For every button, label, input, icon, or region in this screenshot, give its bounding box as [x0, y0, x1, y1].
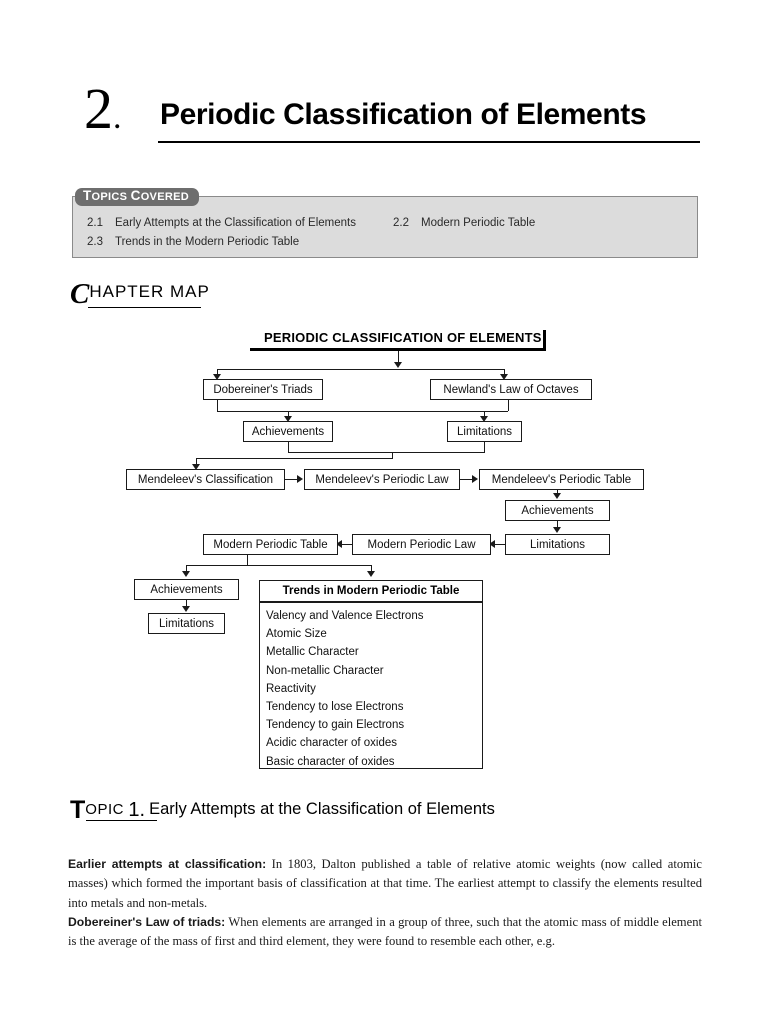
node-dobereiner-triads[interactable]: Dobereiner's Triads [203, 379, 323, 400]
node-achievements-2[interactable]: Achievements [505, 500, 610, 521]
paragraph-dobereiner-law: Dobereiner's Law of triads: When element… [68, 913, 702, 952]
arrow-down-icon [553, 527, 561, 533]
arrow-down-icon [500, 374, 508, 380]
connector [217, 411, 508, 412]
trends-title: Trends in Modern Periodic Table [260, 581, 482, 603]
arrow-down-icon [213, 374, 221, 380]
list-item: Acidic character of oxides [266, 737, 398, 750]
arrow-down-icon [192, 464, 200, 470]
list-item: Basic character of oxides [266, 755, 395, 768]
connector [484, 442, 485, 452]
arrow-left-icon [489, 540, 495, 548]
connector [186, 565, 371, 566]
connector [217, 400, 218, 411]
node-limitations-2[interactable]: Limitations [505, 534, 610, 555]
node-trends-in-modern-periodic-table[interactable]: Trends in Modern Periodic Table Valency … [259, 580, 483, 769]
connector [557, 490, 558, 494]
node-mendeleev-periodic-table[interactable]: Mendeleev's Periodic Table [479, 469, 644, 490]
flowchart-title-rule [250, 348, 546, 351]
connector [288, 442, 289, 452]
paragraph-body: In 1803, Dalton published a table of rel… [68, 856, 702, 910]
connector [288, 411, 289, 418]
arrow-down-icon [394, 362, 402, 368]
connector [217, 369, 505, 370]
node-mendeleev-periodic-law[interactable]: Mendeleev's Periodic Law [304, 469, 460, 490]
node-mendeleev-classification[interactable]: Mendeleev's Classification [126, 469, 285, 490]
paragraph-body: When elements are arranged in a group of… [68, 914, 702, 949]
connector [186, 565, 187, 573]
connector [285, 479, 299, 480]
paragraph-earlier-attempts: Earlier attempts at classification: In 1… [68, 855, 702, 914]
connector [338, 544, 352, 545]
connector [491, 544, 505, 545]
topic-title: Early Attempts at the Classification of … [149, 800, 495, 818]
flowchart-title-bracket [543, 330, 546, 351]
chapter-map-label: HAPTER MAP [89, 282, 210, 301]
node-limitations-3[interactable]: Limitations [148, 613, 225, 634]
node-modern-periodic-law[interactable]: Modern Periodic Law [352, 534, 491, 555]
connector [504, 369, 505, 376]
topics-covered-tab: TOPICS COVERED [75, 188, 199, 206]
flowchart-title: PERIODIC CLASSIFICATION OF ELEMENTS [264, 330, 542, 345]
list-item: Valency and Valence Electrons [266, 610, 424, 622]
connector [288, 452, 485, 453]
connector [484, 411, 485, 418]
list-item: Reactivity [266, 682, 316, 695]
list-item: Atomic Size [266, 628, 327, 641]
connector [196, 458, 392, 459]
topic-initial: T [70, 796, 86, 824]
topic-number: 1. [128, 799, 146, 821]
connector [398, 351, 399, 364]
arrow-down-icon [480, 416, 488, 422]
title-rule [158, 141, 700, 143]
chapter-map-initial: C [70, 278, 90, 310]
topic-label: OPIC [85, 801, 124, 818]
connector [186, 600, 187, 607]
connector [247, 555, 248, 565]
connector [196, 458, 197, 466]
connector [460, 479, 474, 480]
node-newlands-law[interactable]: Newland's Law of Octaves [430, 379, 592, 400]
trends-list: Valency and Valence Electrons Atomic Siz… [260, 603, 482, 771]
connector [371, 565, 372, 573]
list-item: Metallic Character [266, 646, 359, 659]
chapter-map-underline [88, 307, 201, 308]
arrow-down-icon [553, 493, 561, 499]
arrow-down-icon [367, 571, 375, 577]
arrow-down-icon [182, 571, 190, 577]
arrow-right-icon [472, 475, 478, 483]
arrow-left-icon [336, 540, 342, 548]
topic-underline [86, 820, 157, 821]
arrow-right-icon [297, 475, 303, 483]
page-title: Periodic Classification of Elements [160, 98, 647, 131]
topic-heading: TOPIC 1.Early Attempts at the Classifica… [70, 798, 495, 823]
connector [557, 521, 558, 527]
paragraph-lead: Dobereiner's Law of triads: [68, 914, 226, 929]
connector [392, 452, 393, 459]
connector [508, 400, 509, 411]
list-item: Non-metallic Character [266, 664, 384, 677]
arrow-down-icon [182, 606, 190, 612]
connector [217, 369, 218, 376]
list-item: Tendency to lose Electrons [266, 701, 404, 714]
chapter-map-heading: CHAPTER MAP [70, 280, 210, 310]
chapter-heading: 2. Periodic Classification of Elements [84, 80, 700, 150]
node-modern-periodic-table[interactable]: Modern Periodic Table [203, 534, 338, 555]
list-item: Tendency to gain Electrons [266, 719, 405, 732]
node-achievements-3[interactable]: Achievements [134, 579, 239, 600]
arrow-down-icon [284, 416, 292, 422]
node-achievements-1[interactable]: Achievements [243, 421, 333, 442]
paragraph-lead: Earlier attempts at classification: [68, 856, 267, 871]
chapter-number: 2. [84, 76, 122, 141]
node-limitations-1[interactable]: Limitations [447, 421, 522, 442]
